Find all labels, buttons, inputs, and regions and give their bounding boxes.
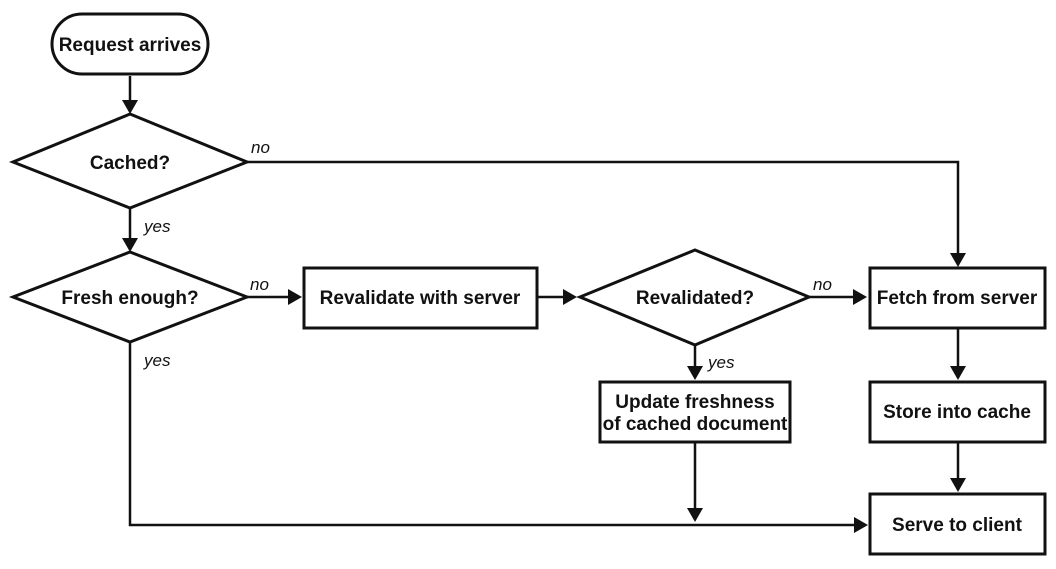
node-store: Store into cache xyxy=(868,380,1047,444)
arrowhead xyxy=(950,478,966,492)
arrowhead xyxy=(687,508,703,522)
start-label: Request arrives xyxy=(59,35,202,56)
edge-fresh-yes xyxy=(128,342,856,527)
revalidate-label: Revalidate with server xyxy=(320,288,521,309)
serve-label: Serve to client xyxy=(892,515,1023,536)
node-update: Update freshness of cached document xyxy=(598,380,792,444)
decision-shape xyxy=(576,248,813,347)
process-shape xyxy=(868,266,1047,330)
fresh-no-label: no xyxy=(250,275,269,294)
cached-yes-label: yes xyxy=(143,217,171,236)
arrowhead xyxy=(122,100,138,114)
decision-shape xyxy=(8,112,252,210)
fresh-yes-label: yes xyxy=(143,351,171,370)
edges xyxy=(122,76,966,533)
node-fresh: Fresh enough? xyxy=(8,250,252,344)
cached-label: Cached? xyxy=(90,153,170,174)
arrowhead xyxy=(854,517,868,533)
store-label: Store into cache xyxy=(883,402,1031,423)
fetch-label: Fetch from server xyxy=(877,288,1038,309)
edge-cached-no xyxy=(247,160,960,255)
cached-no-label: no xyxy=(251,138,270,157)
node-cached: Cached? xyxy=(8,112,252,210)
arrowhead xyxy=(950,366,966,380)
arrowhead xyxy=(288,289,302,305)
arrowhead xyxy=(122,238,138,252)
arrowhead xyxy=(950,253,966,267)
revalidated-yes-label: yes xyxy=(707,353,735,372)
revalidated-label: Revalidated? xyxy=(636,288,754,309)
process-shape xyxy=(598,380,792,444)
node-fetch: Fetch from server xyxy=(868,266,1047,330)
process-shape xyxy=(302,266,539,330)
decision-shape xyxy=(8,250,252,344)
terminal-shape xyxy=(50,12,210,76)
node-serve: Serve to client xyxy=(868,492,1047,556)
arrowhead xyxy=(687,366,703,380)
process-shape xyxy=(868,380,1047,444)
fresh-label: Fresh enough? xyxy=(61,288,198,309)
node-revalidate: Revalidate with server xyxy=(302,266,539,330)
update-label-line1: Update freshness xyxy=(615,392,774,413)
process-shape xyxy=(868,492,1047,556)
revalidated-no-label: no xyxy=(813,275,832,294)
node-revalidated: Revalidated? xyxy=(576,248,813,347)
arrowhead xyxy=(563,289,577,305)
update-label-line2: of cached document xyxy=(603,414,788,435)
arrowhead xyxy=(853,289,867,305)
node-start: Request arrives xyxy=(50,12,210,76)
